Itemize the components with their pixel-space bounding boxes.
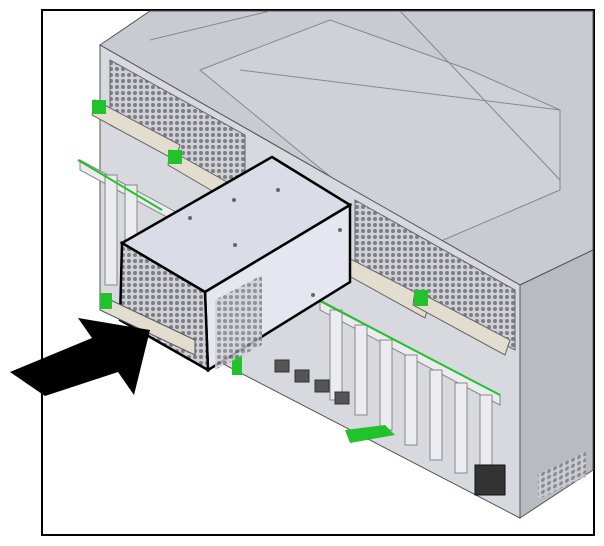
power-supply-module	[99, 155, 353, 373]
latch	[345, 425, 395, 443]
psu-bay	[354, 199, 516, 351]
insertion-arrow-icon	[10, 318, 150, 396]
power-inlet	[474, 464, 506, 496]
psu-side-vent	[215, 275, 262, 370]
network-ports	[274, 359, 350, 405]
psu-handle	[99, 293, 196, 356]
latch	[232, 355, 242, 375]
server-chassis	[77, 10, 594, 519]
psu-handle	[412, 289, 511, 356]
